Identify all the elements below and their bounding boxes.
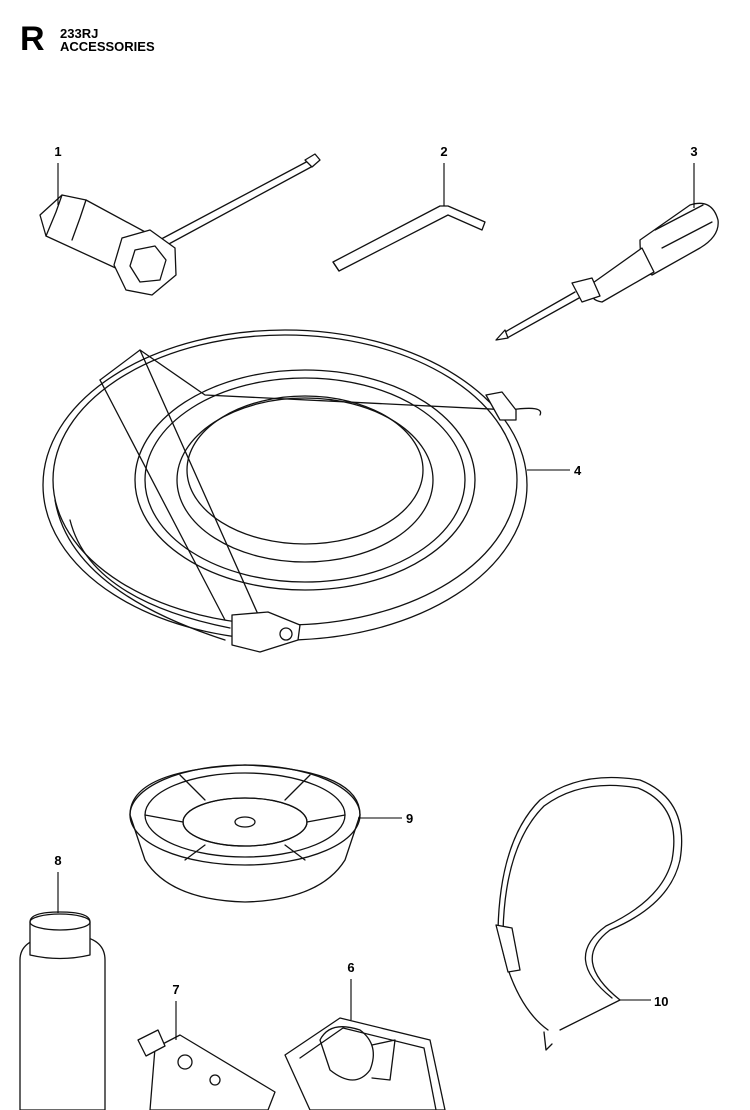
callout-6[interactable]: 6 xyxy=(347,960,355,1020)
callout-label-3: 3 xyxy=(690,144,697,159)
part-6-harness-bag[interactable] xyxy=(284,1017,446,1110)
part-10-strap[interactable] xyxy=(495,776,683,1051)
callout-label-1: 1 xyxy=(54,144,61,159)
callout-2[interactable]: 2 xyxy=(440,144,448,206)
part-2-hex-key[interactable] xyxy=(332,205,486,272)
callout-7[interactable]: 7 xyxy=(172,982,180,1040)
page-title: ACCESSORIES xyxy=(60,39,155,54)
model-number: 233RJ xyxy=(60,26,99,41)
part-8-oil-bottle[interactable] xyxy=(19,911,106,1110)
part-7-grease-tube[interactable] xyxy=(137,1029,276,1110)
callout-4[interactable]: 4 xyxy=(527,463,582,478)
callout-label-7: 7 xyxy=(172,982,179,997)
callout-label-2: 2 xyxy=(440,144,447,159)
callout-8[interactable]: 8 xyxy=(54,853,62,913)
callout-label-8: 8 xyxy=(54,853,61,868)
callout-label-10: 10 xyxy=(654,994,668,1009)
section-letter: R xyxy=(20,20,45,58)
part-9-trimmer-head-cover[interactable] xyxy=(129,764,361,903)
callout-9[interactable]: 9 xyxy=(358,811,413,826)
part-1-combination-wrench[interactable] xyxy=(39,153,321,296)
callout-label-9: 9 xyxy=(406,811,413,826)
part-4-protective-plate[interactable] xyxy=(42,329,542,653)
callout-3[interactable]: 3 xyxy=(690,144,698,208)
part-3-screwdriver[interactable] xyxy=(495,202,719,341)
callout-label-6: 6 xyxy=(347,960,354,975)
callout-10[interactable]: 10 xyxy=(620,994,668,1009)
callout-label-4: 4 xyxy=(574,463,582,478)
callout-1[interactable]: 1 xyxy=(54,144,62,205)
